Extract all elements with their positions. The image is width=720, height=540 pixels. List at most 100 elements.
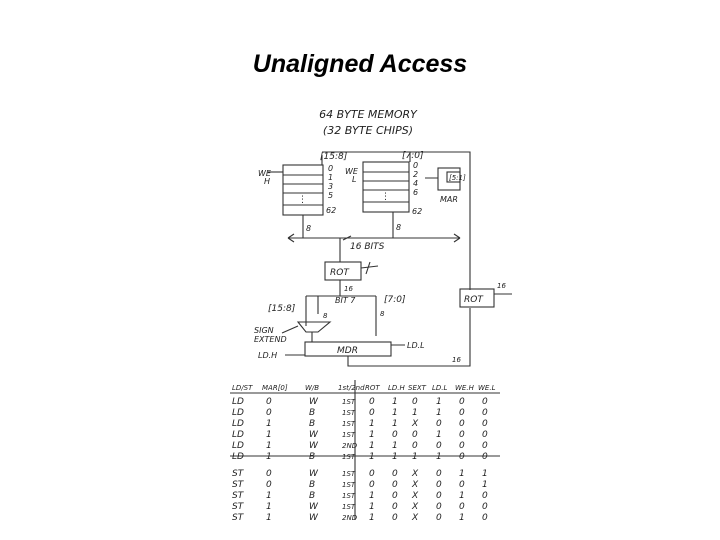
table-cell: W xyxy=(309,397,319,407)
table-cell: 0 xyxy=(459,397,465,407)
high-bits-label: [15:8] xyxy=(268,304,296,314)
chip-low-we: WE xyxy=(345,167,359,176)
table-cell: 0 xyxy=(459,441,465,451)
table-cell: 0 xyxy=(266,469,272,479)
table-cell: 1ST xyxy=(342,492,356,500)
table-cell: X xyxy=(411,491,419,501)
table-cell: 1 xyxy=(392,419,398,429)
table-cell: 1 xyxy=(392,441,398,451)
rot-right-width: 16 xyxy=(497,282,506,290)
table-header-cell: LD.L xyxy=(432,384,448,392)
table-header-cell: WE.H xyxy=(455,384,475,392)
address-line xyxy=(322,151,471,290)
table-cell: ST xyxy=(232,513,245,523)
table-header-cell: LD/ST xyxy=(232,384,253,392)
table-cell: 0 xyxy=(459,502,465,512)
mdr-label: MDR xyxy=(337,346,358,356)
rot-top-width: 16 xyxy=(344,285,353,293)
table-cell: 0 xyxy=(436,502,442,512)
chip-high-row5: 5 xyxy=(328,191,333,200)
table-cell: 0 xyxy=(266,480,272,490)
mar-label: MAR xyxy=(440,195,458,204)
table-cell: 1ST xyxy=(342,503,356,511)
memory-header-line1: 64 BYTE MEMORY xyxy=(319,108,418,121)
bit7-label: BIT 7 xyxy=(335,296,356,305)
table-cell: 0 xyxy=(459,419,465,429)
table-cell: 0 xyxy=(392,469,398,479)
table-cell: 1ST xyxy=(342,398,356,406)
table-cell: LD xyxy=(232,430,244,440)
memory-chip-low: [7:0] WE L 0 2 4 6 ⋮ 62 xyxy=(345,151,424,216)
table-cell: X xyxy=(411,480,419,490)
bus-width-high: 8 xyxy=(306,224,311,233)
table-cell: 1ST xyxy=(342,470,356,478)
rot-top-label: ROT xyxy=(330,268,350,278)
table-cell: 1 xyxy=(392,452,398,462)
table-cell: 1 xyxy=(369,419,375,429)
slide-title: Unaligned Access xyxy=(252,50,468,78)
sign-extend-line2: EXTEND xyxy=(254,335,287,344)
table-cell: 0 xyxy=(436,419,442,429)
table-cell: B xyxy=(309,419,315,429)
table-cell: 0 xyxy=(392,502,398,512)
mdr-register: MDR LD.H LD.L 16 xyxy=(258,308,471,367)
table-cell: 0 xyxy=(482,502,488,512)
table-cell: 0 xyxy=(482,430,488,440)
table-cell: 1 xyxy=(482,469,488,479)
table-cell: 1 xyxy=(266,491,272,501)
table-header-cell: LD.H xyxy=(388,384,406,392)
rotator-top: ROT 16 xyxy=(324,238,379,296)
table-cell: ST xyxy=(232,469,245,479)
table-cell: ST xyxy=(232,502,245,512)
table-cell: 0 xyxy=(482,513,488,523)
table-cell: 1ST xyxy=(342,431,356,439)
table-cell: LD xyxy=(232,408,244,418)
table-cell: W xyxy=(309,469,319,479)
table-cell: 0 xyxy=(436,441,442,451)
chip-high-row1: 1 xyxy=(328,173,333,182)
table-cell: 1 xyxy=(266,441,272,451)
table-cell: 1 xyxy=(459,469,465,479)
sign-extend-line1: SIGN xyxy=(254,326,274,335)
split-paths: [15:8] BIT 7 [7:0] 8 8 xyxy=(268,295,406,342)
table-cell: 0 xyxy=(482,441,488,451)
table-cell: 0 xyxy=(369,408,375,418)
mar-register: [5:1] MAR xyxy=(321,152,466,204)
small-8a: 8 xyxy=(323,312,328,320)
table-cell: 0 xyxy=(369,469,375,479)
table-cell: LD xyxy=(232,419,244,429)
table-cell: 2ND xyxy=(342,442,358,450)
table-cell: 1 xyxy=(369,430,375,440)
table-cell: 0 xyxy=(436,513,442,523)
table-cell: W xyxy=(309,502,319,512)
table-cell: 1 xyxy=(412,452,418,462)
table-cell: ST xyxy=(232,480,245,490)
table-cell: 0 xyxy=(412,441,418,451)
sign-extend-arrow xyxy=(281,325,299,334)
table-cell: X xyxy=(411,419,419,429)
table-cell: 0 xyxy=(266,408,272,418)
ld-l-label: LD.L xyxy=(407,341,425,350)
rot-right-label: ROT xyxy=(464,295,484,305)
table-cell: LD xyxy=(232,452,244,462)
table-cell: 0 xyxy=(436,480,442,490)
table-cell: 0 xyxy=(436,491,442,501)
table-cell: 1ST xyxy=(342,453,356,461)
table-cell: 1 xyxy=(369,513,375,523)
table-cell: 1 xyxy=(369,441,375,451)
table-cell: 0 xyxy=(392,480,398,490)
table-cell: 0 xyxy=(459,408,465,418)
table-cell: 2ND xyxy=(342,514,358,522)
table-cell: 0 xyxy=(412,430,418,440)
chip-high-dots: ⋮ xyxy=(298,195,307,205)
chip-low-dots: ⋮ xyxy=(381,192,390,202)
chip-high-row-last: 62 xyxy=(326,206,336,215)
ld-h-label: LD.H xyxy=(258,351,277,360)
table-header-cell: ROT xyxy=(365,384,380,392)
table-cell: 1 xyxy=(266,502,272,512)
table-cell: 1ST xyxy=(342,481,356,489)
table-cell: B xyxy=(309,408,315,418)
table-cell: ST xyxy=(232,491,245,501)
chip-low-row0: 0 xyxy=(413,161,418,170)
